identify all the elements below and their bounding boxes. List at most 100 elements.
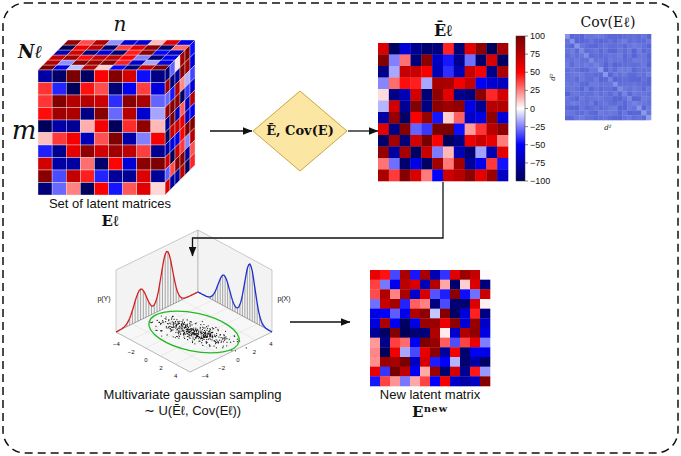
heatmap-cell: [421, 135, 432, 147]
covariance-cell: [579, 44, 584, 49]
covariance-cell: [627, 48, 632, 53]
covariance-cell: [608, 72, 613, 77]
heatmap-cell: [389, 55, 400, 67]
heatmap-cell: [421, 78, 432, 90]
sample-dot: [171, 317, 172, 318]
heatmap-cell: [410, 328, 420, 338]
heatmap-cell: [421, 124, 432, 136]
heatmap-cell: [497, 135, 508, 147]
covariance-cell: [598, 39, 603, 44]
sample-dot: [170, 331, 171, 332]
heatmap-cell: [486, 89, 497, 101]
sample-dot: [197, 336, 198, 337]
covariance-cell: [637, 106, 642, 111]
covariance-cell: [598, 34, 603, 39]
covariance-cell: [622, 115, 627, 120]
covariance-cell: [594, 106, 599, 111]
covariance-cell: [637, 34, 642, 39]
covariance-cell: [608, 53, 613, 58]
heatmap-cell: [390, 289, 400, 299]
heatmap-cell: [411, 170, 422, 182]
covariance-cell: [608, 67, 613, 72]
covariance-cell: [618, 67, 623, 72]
sample-dot: [192, 332, 193, 333]
covariance-cell: [637, 48, 642, 53]
sample-dot: [200, 330, 201, 331]
heatmap-cell: [476, 158, 487, 170]
sample-dot: [178, 328, 179, 329]
sample-dot: [169, 328, 170, 329]
sample-dot: [224, 337, 225, 338]
sample-dot: [161, 330, 162, 331]
sample-dot: [172, 329, 173, 330]
cube-front-cell: [137, 183, 151, 196]
sample-dot: [215, 343, 216, 344]
covariance-cell: [589, 63, 594, 68]
covariance-cell: [641, 72, 646, 77]
sample-dot: [173, 327, 174, 328]
sample-dot: [196, 333, 197, 334]
covariance-cell: [565, 106, 570, 111]
sample-dot: [224, 338, 225, 339]
sample-dot: [181, 324, 182, 325]
covariance-cell: [594, 87, 599, 92]
sample-dot: [173, 324, 174, 325]
sample-dot: [189, 331, 190, 332]
sample-dot: [211, 332, 212, 333]
sample-dot: [207, 335, 208, 336]
sample-dot: [195, 338, 196, 339]
covariance-cell: [641, 91, 646, 96]
heatmap-cell: [480, 357, 490, 367]
heatmap-cell: [370, 328, 380, 338]
cube-side-cell: [165, 178, 170, 196]
sample-dot: [186, 329, 187, 330]
cube-front-cell: [66, 70, 80, 83]
sample-dot: [187, 324, 188, 325]
sample-dot: [193, 328, 194, 329]
heatmap-cell: [420, 289, 430, 299]
covariance-cell: [613, 53, 618, 58]
heatmap-cell: [400, 280, 410, 290]
heatmap-cell: [400, 270, 410, 280]
cube-front-cell: [123, 95, 137, 108]
covariance-cell: [589, 115, 594, 120]
covariance-cell: [589, 53, 594, 58]
covariance-cell: [622, 53, 627, 58]
heatmap-cell: [400, 299, 410, 309]
sample-dot: [203, 335, 204, 336]
covariance-cell: [575, 110, 580, 115]
cube-front-cell: [66, 145, 80, 158]
cube-front-cell: [137, 70, 151, 83]
sample-dot: [202, 340, 203, 341]
covariance-cell: [565, 96, 570, 101]
heatmap-cell: [470, 280, 480, 290]
cube-front-cell: [137, 133, 151, 146]
heatmap-cell: [432, 112, 443, 124]
covariance-cell: [598, 44, 603, 49]
covariance-cell: [589, 91, 594, 96]
covariance-cell: [627, 34, 632, 39]
sample-dot: [208, 332, 209, 333]
covariance-cell: [613, 39, 618, 44]
covariance-cell: [646, 77, 651, 82]
heatmap-cell: [476, 43, 487, 55]
covariance-cell: [603, 63, 608, 68]
covariance-cell: [584, 101, 589, 106]
covariance-cell: [565, 39, 570, 44]
covariance-matrix: Cov(Eℓ): [558, 12, 658, 120]
heatmap-cell: [400, 158, 411, 170]
covariance-cell: [641, 63, 646, 68]
covariance-cell: [618, 110, 623, 115]
covariance-cell: [608, 63, 613, 68]
heatmap-cell: [450, 309, 460, 319]
heatmap-cell: [450, 338, 460, 348]
sample-dot: [185, 327, 186, 328]
sample-dot: [225, 336, 226, 337]
covariance-cell: [589, 87, 594, 92]
sample-dot: [207, 328, 208, 329]
cube-front-cell: [123, 158, 137, 171]
covariance-cell: [579, 91, 584, 96]
heatmap-cell: [476, 124, 487, 136]
tick-label: 4: [269, 341, 272, 347]
sample-dot: [210, 333, 211, 334]
